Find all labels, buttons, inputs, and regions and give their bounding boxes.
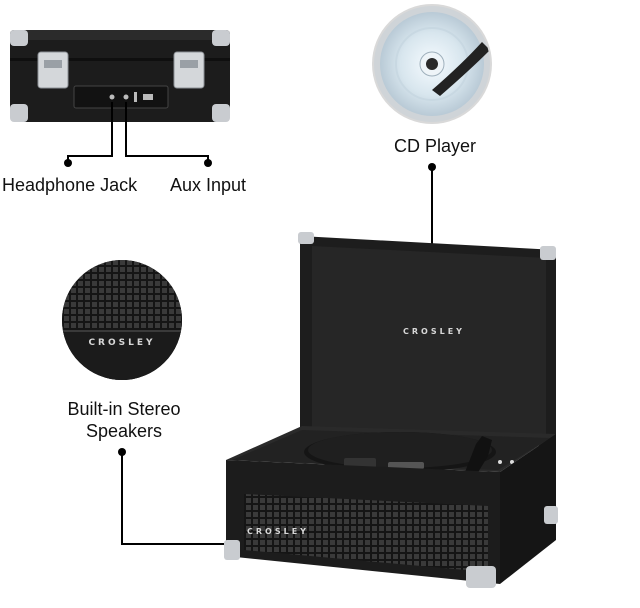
speakers-label: Built-in Stereo Speakers [58, 398, 190, 442]
cd-player-closeup [372, 4, 492, 124]
leader-dot-headphone [64, 159, 72, 167]
closed-case-rear-view [10, 30, 230, 122]
lid-brand-logo: CROSLEY [403, 327, 465, 336]
base-brand-logo: CROSLEY [247, 527, 309, 536]
speaker-brand-logo: CROSLEY [88, 338, 155, 348]
speakers-label-line2: Speakers [85, 421, 163, 441]
leader-dot-cd [428, 163, 436, 171]
cd-player-label: CD Player [394, 136, 477, 156]
leader-dot-speakers [118, 448, 126, 456]
speaker-closeup: CROSLEY [62, 260, 182, 380]
speakers-label-line1: Built-in Stereo [67, 399, 181, 419]
aux-input-label: Aux Input [170, 175, 247, 195]
headphone-jack-label: Headphone Jack [2, 175, 138, 195]
leader-dot-aux [204, 159, 212, 167]
open-case-turntable: CROSLEY CROSLEY [224, 232, 558, 588]
leader-line-speakers [121, 452, 240, 545]
